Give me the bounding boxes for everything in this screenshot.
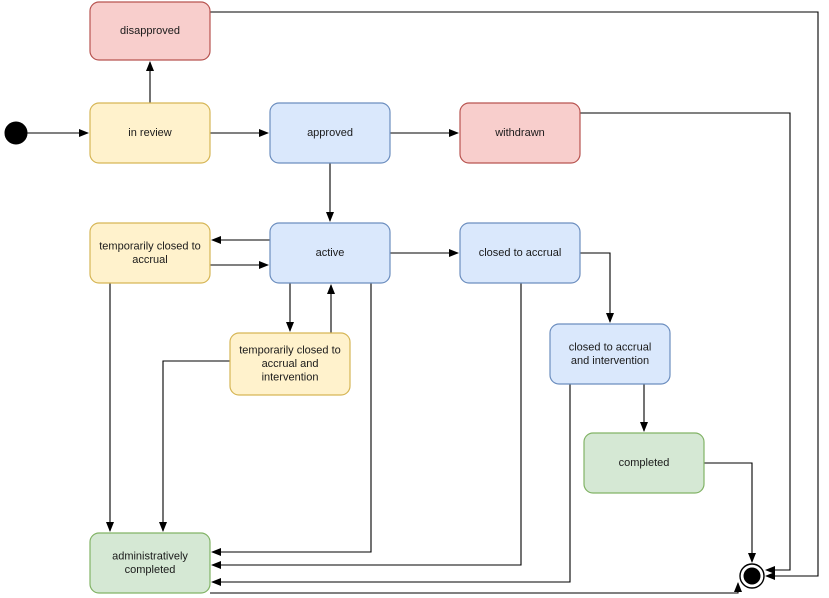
edge-active-to-administratively-completed[interactable] <box>211 283 372 556</box>
state-node-closed-to-accrual[interactable]: closed to accrual <box>459 222 581 284</box>
edge-completed-to-end[interactable] <box>704 462 756 563</box>
edge-disapproved-to-end[interactable] <box>210 11 819 580</box>
state-box-active <box>269 222 391 284</box>
state-box-completed <box>583 432 705 494</box>
final-state-node[interactable] <box>739 563 765 589</box>
edge-closed-to-accrual-and-intervention-to-administratively-completed[interactable] <box>211 384 571 586</box>
state-box-disapproved <box>89 1 211 61</box>
state-box-approved <box>269 102 391 164</box>
state-node-in-review[interactable]: in review <box>89 102 211 164</box>
nodes-layer: disapproved in review approved withdrawn tem… <box>4 1 765 594</box>
final-state-dot <box>743 567 761 585</box>
state-node-disapproved[interactable]: disapproved <box>89 1 211 61</box>
edge-closed-to-accrual-to-closed-to-accrual-and-intervention[interactable] <box>580 252 614 323</box>
state-box-temporarily-closed-to-accrual <box>89 222 211 284</box>
state-box-administratively-completed <box>89 532 211 594</box>
state-node-active[interactable]: active <box>269 222 391 284</box>
edge-withdrawn-to-end[interactable] <box>580 112 791 574</box>
state-box-closed-to-accrual-and-intervention <box>549 323 671 385</box>
edge-temporarily-closed-to-accrual-and-intervention-to-administratively-completed[interactable] <box>159 360 230 532</box>
state-node-approved[interactable]: approved <box>269 102 391 164</box>
state-box-temporarily-closed-to-accrual-and-intervention <box>229 332 351 396</box>
state-box-closed-to-accrual <box>459 222 581 284</box>
state-node-completed[interactable]: completed <box>583 432 705 494</box>
edge-closed-to-accrual-to-administratively-completed[interactable] <box>211 283 522 569</box>
state-box-in-review <box>89 102 211 164</box>
edge-administratively-completed-to-end[interactable] <box>210 582 742 594</box>
initial-state-node[interactable] <box>4 121 28 145</box>
state-box-withdrawn <box>459 102 581 164</box>
edges-layer <box>27 11 819 594</box>
state-node-withdrawn[interactable]: withdrawn <box>459 102 581 164</box>
